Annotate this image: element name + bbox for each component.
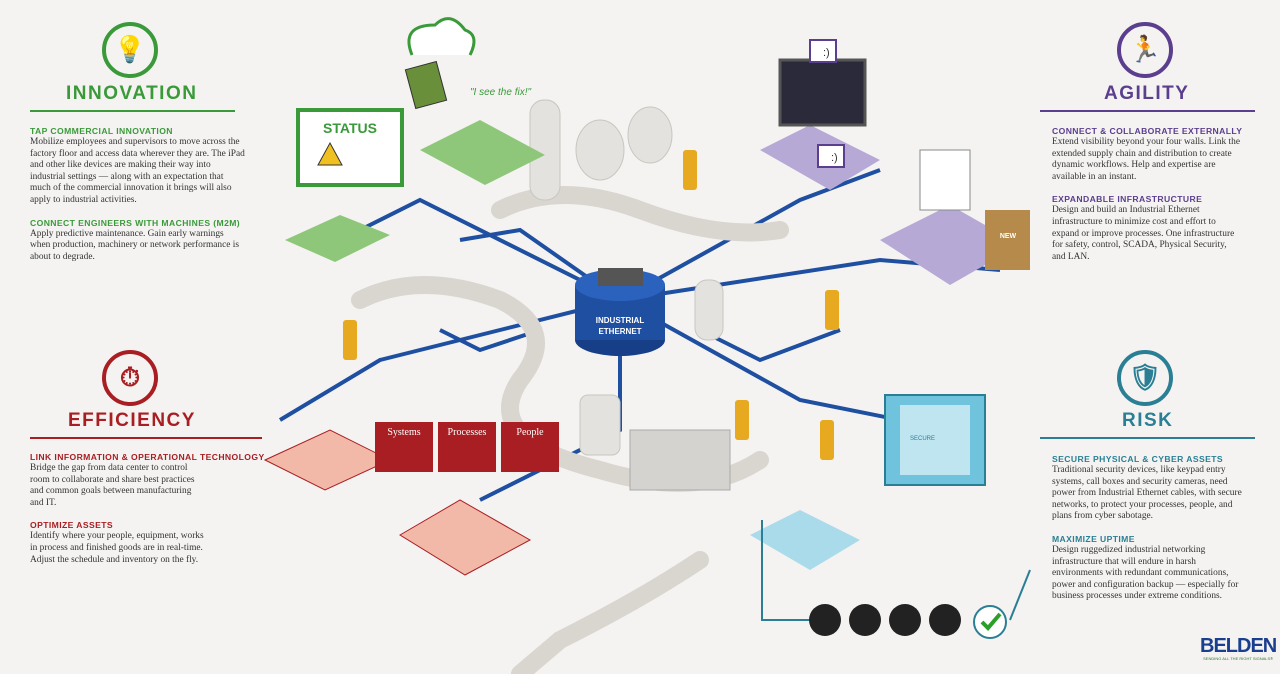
agility-title: AGILITY bbox=[1104, 83, 1190, 104]
agility-scene: :) :) NEW bbox=[760, 39, 1030, 285]
vibration-icon bbox=[889, 604, 921, 636]
robot-arms bbox=[343, 150, 839, 460]
efficiency-title: EFFICIENCY bbox=[68, 410, 196, 431]
efficiency-section: LINK INFORMATION & OPERATIONAL TECHNOLOG… bbox=[30, 452, 265, 565]
innovation-scene: STATUS "I see the fix!" bbox=[285, 17, 545, 262]
panel-processes: Processes bbox=[448, 427, 487, 438]
divider bbox=[30, 437, 262, 439]
speech-quote: "I see the fix!" bbox=[470, 87, 531, 98]
innovation-title: INNOVATION bbox=[66, 83, 198, 104]
divider bbox=[30, 110, 235, 112]
panel-systems: Systems bbox=[387, 427, 420, 438]
agility-section: CONNECT & COLLABORATE EXTERNALLY Extend … bbox=[1052, 126, 1243, 262]
svg-text::): :) bbox=[831, 152, 838, 164]
divider bbox=[1040, 437, 1255, 439]
belden-logo: BELDEN SENDING ALL THE RIGHT SIGNALS® bbox=[1200, 635, 1277, 661]
secure-label: SECURE bbox=[910, 436, 935, 442]
risk-scene: SECURE bbox=[750, 394, 1031, 639]
hazard-icons bbox=[809, 604, 1007, 639]
status-screen-label: STATUS bbox=[323, 120, 377, 136]
stopwatch-cycle-icon: ⏱ bbox=[102, 350, 158, 406]
svg-text::): :) bbox=[823, 47, 830, 59]
risk-section: SECURE PHYSICAL & CYBER ASSETS Tradition… bbox=[1052, 454, 1242, 602]
server-racks bbox=[629, 429, 731, 491]
checkmark-icon bbox=[973, 605, 1007, 639]
tanks bbox=[529, 99, 724, 456]
industrial-ethernet-hub: INDUSTRIAL ETHERNET bbox=[575, 268, 665, 356]
running-person-icon: 🏃 bbox=[1117, 22, 1173, 78]
risk-title: RISK bbox=[1122, 410, 1174, 431]
lightbulb-icon: 💡 bbox=[102, 22, 158, 78]
svg-text:INDUSTRIAL: INDUSTRIAL bbox=[596, 316, 645, 325]
box-label: NEW bbox=[1000, 233, 1017, 240]
svg-text:ETHERNET: ETHERNET bbox=[598, 327, 641, 336]
fire-icon bbox=[809, 604, 841, 636]
water-icon bbox=[849, 604, 881, 636]
divider bbox=[1040, 110, 1255, 112]
efficiency-scene: Systems Processes People bbox=[263, 422, 559, 576]
shield-icon: 🛡 bbox=[1117, 350, 1173, 406]
lightning-icon bbox=[929, 604, 961, 636]
innovation-section: TAP COMMERCIAL INNOVATION Mobilize emplo… bbox=[30, 126, 245, 262]
panel-people: People bbox=[516, 427, 544, 438]
